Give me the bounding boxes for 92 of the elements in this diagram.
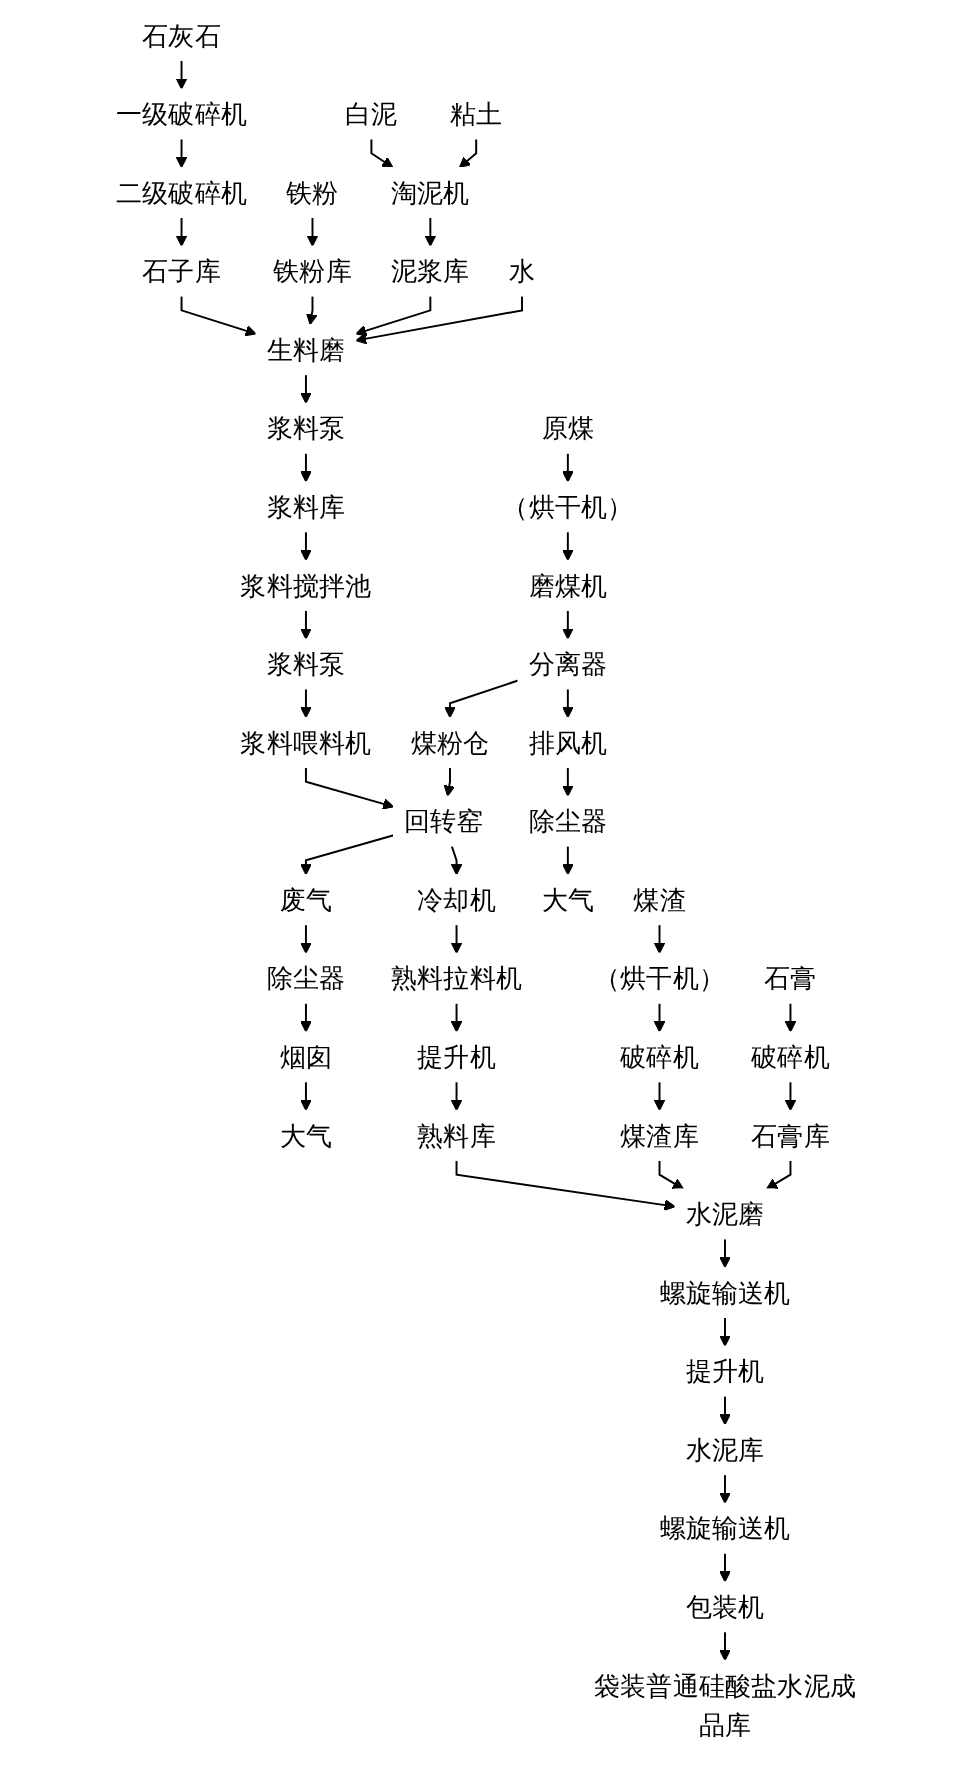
arrow: [450, 1002, 463, 1033]
node-text: 原煤: [541, 412, 595, 444]
node-text: 除尘器: [528, 805, 608, 837]
node-text: 浆料泵: [266, 648, 346, 680]
node-text: 熟料库: [417, 1119, 496, 1152]
arrow: [458, 137, 478, 169]
node-text: 袋装普通硅酸盐水泥成品库: [594, 1669, 856, 1741]
node-text: 包装机: [685, 1591, 765, 1623]
arrow: [424, 216, 437, 247]
node-text: 大气: [541, 883, 595, 916]
node-text: 提升机: [417, 1041, 496, 1073]
arrow: [443, 766, 455, 797]
node-text: 水: [508, 255, 536, 287]
arrow: [300, 530, 312, 561]
arrow: [450, 923, 463, 954]
arrow: [719, 1630, 731, 1661]
arrow: [455, 1159, 676, 1211]
arrow: [562, 609, 574, 640]
node-text: 生料磨: [266, 333, 346, 366]
arrow: [180, 294, 257, 337]
arrow: [719, 1394, 731, 1426]
arrow: [653, 1002, 666, 1033]
node-text: 破碎机: [751, 1041, 830, 1073]
node-text: 破碎机: [620, 1041, 699, 1073]
node-text: 除尘器: [266, 962, 346, 994]
node-text: 螺旋输送机: [659, 1512, 791, 1544]
node-text: 粘土: [449, 98, 503, 130]
arrow: [562, 766, 574, 797]
node-text: 浆料库: [266, 491, 346, 523]
node-text: 冷却机: [417, 883, 496, 916]
node-text: 水泥库: [685, 1433, 765, 1466]
node-text: 提升机: [685, 1355, 765, 1387]
arrow: [300, 373, 312, 404]
arrow: [719, 1552, 731, 1583]
node-text: 石膏库: [751, 1119, 830, 1152]
node-text: 浆料喂料机: [240, 726, 372, 759]
arrow: [450, 1080, 463, 1111]
node-text: 一级破碎机: [116, 98, 248, 130]
arrow: [300, 609, 312, 640]
node-text: 泥浆库: [391, 255, 470, 287]
arrow: [653, 1080, 666, 1111]
node-text: 二级破碎机: [116, 176, 248, 209]
arrow: [784, 1080, 797, 1111]
node-text: 煤渣库: [620, 1119, 699, 1152]
node-text: 石灰石: [142, 19, 221, 52]
arrow: [175, 137, 188, 169]
node-text: 大气: [279, 1119, 333, 1152]
node-text: 淘泥机: [391, 176, 470, 209]
node-text: 石子库: [142, 255, 221, 287]
node-text: （烘干机）: [502, 491, 634, 523]
node-text: 白泥: [345, 98, 398, 130]
arrow: [355, 294, 523, 345]
node-text: 螺旋输送机: [659, 1276, 791, 1309]
arrow: [450, 844, 463, 876]
node-text: 磨煤机: [528, 569, 608, 602]
arrow: [300, 1002, 312, 1033]
node-text: 排风机: [528, 726, 608, 759]
node-text: 铁粉: [286, 176, 339, 209]
node-text: 浆料搅拌池: [240, 569, 372, 602]
node-text: 烟囱: [279, 1041, 333, 1073]
arrow: [300, 452, 312, 483]
arrow: [784, 1002, 797, 1033]
node-text: 铁粉库: [273, 255, 352, 287]
arrow: [300, 1080, 312, 1111]
arrow: [658, 1159, 685, 1190]
node-text: 熟料拉料机: [391, 962, 523, 994]
arrow: [719, 1237, 731, 1269]
arrow: [719, 1316, 731, 1347]
arrow: [562, 530, 574, 561]
arrow: [300, 923, 312, 954]
arrow: [355, 294, 432, 337]
node-text: 分离器: [528, 648, 608, 680]
arrow: [719, 1473, 731, 1504]
node-text: 浆料泵: [266, 412, 346, 444]
arrow: [562, 687, 574, 719]
arrow: [175, 59, 188, 90]
arrow: [562, 844, 574, 876]
node-text: 水泥磨: [685, 1198, 765, 1230]
node-text: 石膏: [764, 962, 817, 994]
node-text: （烘干机）: [594, 962, 725, 994]
arrow: [300, 687, 312, 719]
node-text: 煤粉仓: [410, 726, 490, 759]
arrow: [175, 216, 188, 247]
arrow: [370, 137, 394, 169]
node-text: 煤渣: [633, 883, 686, 916]
arrow: [306, 216, 319, 247]
node-text: 回转窑: [404, 805, 483, 837]
arrow: [653, 923, 666, 954]
arrow: [562, 452, 574, 483]
arrow: [765, 1159, 792, 1190]
arrow: [306, 294, 318, 326]
node-text: 废气: [279, 883, 333, 916]
